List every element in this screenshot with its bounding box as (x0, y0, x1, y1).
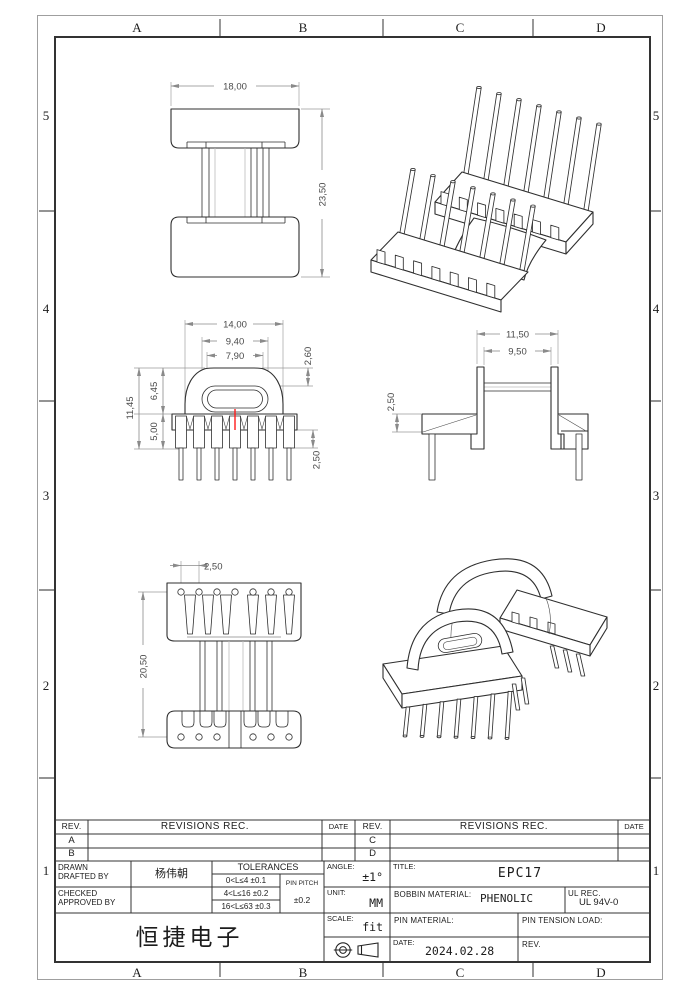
bobbin-material-cell: BOBBIN MATERIAL: PHENOLIC (390, 887, 565, 913)
angle-cell: ANGLE: ±1° (324, 861, 390, 887)
angle-value: ±1° (362, 869, 383, 884)
zone-row-2-left: 2 (43, 678, 50, 693)
bobbin-material-label: BOBBIN MATERIAL: (394, 890, 472, 899)
projection-symbol-cell (324, 937, 390, 962)
pin-material-label: PIN MATERIAL: (394, 916, 454, 925)
front-view: 18,00 23,50 (170, 82, 330, 278)
zone-row-3-right: 3 (653, 488, 660, 503)
rev-row-d: D (369, 848, 376, 860)
angle-label: ANGLE: (327, 862, 355, 871)
zone-col-c-bottom: C (456, 965, 465, 980)
sheet-frame (37, 15, 663, 980)
date-value: 2024.02.28 (425, 944, 495, 958)
dim-end-w3: 7,90 (226, 351, 245, 362)
bobbin-material-value: PHENOLIC (480, 892, 533, 905)
dim-end-pin: 2,50 (312, 451, 323, 470)
rev-row-a: A (68, 834, 75, 846)
dim-top-pitch: 2,50 (204, 562, 223, 573)
approved-label: APPROVED BY (58, 898, 116, 908)
drawn-by-name: 杨伟朝 (155, 867, 188, 880)
dim-end-h-upper: 6,45 (149, 382, 160, 401)
rev-cell: REV. (518, 937, 650, 962)
unit-value: MM (369, 895, 383, 910)
revisions-header-right: REVISIONS REC. (459, 821, 549, 833)
dim-side-w1: 11,50 (506, 330, 529, 341)
date-label: DATE: (393, 938, 415, 947)
dim-side-base: 2,50 (386, 393, 397, 412)
side-view: 11,50 9,50 2,50 (386, 330, 589, 481)
dim-end-h-total: 11,45 (125, 396, 136, 419)
zone-col-d-bottom: D (596, 965, 605, 980)
scale-label: SCALE: (327, 914, 354, 923)
zone-col-b-bottom: B (299, 965, 308, 980)
date-header-left: DATE (328, 821, 349, 831)
pin-material-cell: PIN MATERIAL: (390, 913, 518, 937)
end-view: 14,00 9,40 7,90 2,60 11,45 6,45 5,00 2,5… (125, 320, 323, 481)
zone-row-5-left: 5 (43, 108, 50, 123)
iso-view-bottom (382, 558, 608, 740)
title-label: TITLE: (393, 862, 416, 871)
tolerance-row-1: 0<L≤4 ±0.1 (225, 875, 267, 885)
zone-row-5-right: 5 (653, 108, 660, 123)
pin-tension-cell: PIN TENSION LOAD: (518, 913, 650, 937)
date-cell: DATE: 2024.02.28 (390, 937, 518, 962)
zone-col-c-top: C (456, 20, 465, 35)
iso-view-top (370, 85, 602, 313)
date-header-right: DATE (624, 821, 644, 831)
title-value: EPC17 (497, 865, 543, 881)
zone-col-a-top: A (132, 20, 142, 35)
ul-rec-label: UL REC. (568, 889, 601, 898)
drawn-label: DRAWN (58, 863, 88, 872)
zone-row-1-left: 1 (43, 863, 50, 878)
rev-header-left: REV. (61, 821, 82, 832)
tolerance-row-3: 16<L≤63 ±0.3 (221, 901, 271, 911)
pin-pitch-label: PIN PITCH (285, 880, 319, 888)
ul-rec-value: UL 94V-0 (579, 897, 619, 909)
title-cell: TITLE: EPC17 (390, 861, 650, 887)
zone-col-b-top: B (299, 20, 308, 35)
top-view: 2,50 20,50 (138, 561, 302, 749)
unit-cell: UNIT: MM (324, 887, 390, 913)
ul-rec-cell: UL REC. UL 94V-0 (565, 887, 650, 913)
title-block-grid (55, 819, 650, 962)
zone-col-d-top: D (596, 20, 605, 35)
zone-row-2-right: 2 (653, 678, 660, 693)
zone-row-4-left: 4 (43, 301, 50, 316)
dim-end-w2: 9,40 (226, 337, 245, 348)
scale-value: fit (362, 919, 383, 934)
rev-row-b: B (68, 848, 75, 860)
dim-top-length: 20,50 (139, 655, 150, 679)
zone-labels: A B C D A B C D 5 4 3 2 1 5 4 3 2 1 (43, 20, 660, 980)
zone-row-3-left: 3 (43, 488, 50, 503)
dim-end-step: 2,60 (303, 347, 314, 366)
zone-row-1-right: 1 (653, 863, 660, 878)
dim-end-h-lower: 5,00 (149, 422, 160, 441)
rev-label: REV. (522, 940, 541, 949)
rev-row-c: C (369, 834, 376, 846)
pin-pitch-tolerance: ±0.2 (293, 895, 311, 906)
zone-col-a-bottom: A (132, 965, 142, 980)
scale-cell: SCALE: fit (324, 913, 390, 937)
rev-header-right: REV. (362, 821, 383, 832)
zone-row-4-right: 4 (653, 301, 660, 316)
dim-front-width: 18,00 (223, 82, 247, 93)
revisions-header-left: REVISIONS REC. (160, 821, 250, 833)
dim-front-height: 23,50 (318, 183, 329, 207)
drafted-label: DRAFTED BY (58, 872, 109, 882)
checked-label: CHECKED (58, 889, 98, 898)
tolerance-row-2: 4<L≤16 ±0.2 (223, 888, 269, 898)
dim-end-w1: 14,00 (223, 320, 247, 331)
tolerances-title: TOLERANCES (237, 862, 299, 873)
projection-symbol-icon (333, 941, 379, 958)
pin-tension-label: PIN TENSION LOAD: (522, 916, 603, 925)
dim-side-w2: 9,50 (508, 347, 527, 358)
unit-label: UNIT: (327, 888, 346, 897)
company-name: 恒捷电子 (135, 924, 244, 951)
